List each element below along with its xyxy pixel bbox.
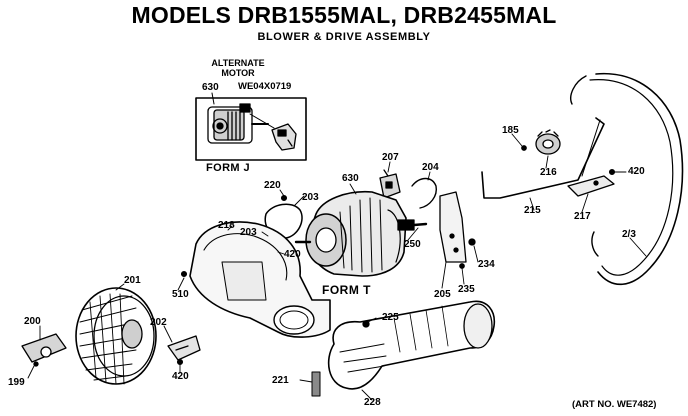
callout-213: 2/3: [622, 229, 636, 240]
switch-part-drawing: [271, 123, 297, 151]
art-number: (ART NO. WE7482): [572, 399, 657, 410]
exhaust-duct-228: [327, 300, 496, 390]
form-t-label: FORM T: [322, 283, 371, 297]
blower-bracket-202: [167, 335, 201, 366]
callout-217: 217: [574, 211, 591, 222]
callout-221: 221: [272, 375, 289, 386]
drum-rear-seal-213: [570, 72, 684, 286]
callout-228: 228: [364, 397, 381, 408]
alternate-motor-drawing: [207, 103, 269, 144]
callout-220: 220: [264, 180, 281, 191]
leader-lines: [27, 133, 647, 401]
bracket-217: [567, 168, 616, 197]
thermostat-200: [21, 333, 67, 367]
callout-205: 205: [434, 289, 451, 300]
alternate-motor-caption-line1: ALTERNATE: [211, 58, 265, 68]
alternate-motor-inset: [195, 92, 307, 161]
callout-630: 630: [342, 173, 359, 184]
callout-203-top: 203: [302, 192, 319, 203]
callout-207: 207: [382, 152, 399, 163]
drive-motor-630: [294, 190, 428, 277]
callout-420-mid: 420: [284, 249, 301, 260]
callout-201: 201: [124, 275, 141, 286]
idler-arm-215: [481, 117, 605, 199]
motor-mount-bracket-205: [411, 177, 476, 269]
callout-204: 204: [422, 162, 439, 173]
callout-inset-part-number: WE04X0719: [238, 81, 292, 92]
callout-215: 215: [524, 205, 541, 216]
idler-pulley-216: [521, 129, 561, 155]
callout-185: 185: [502, 125, 519, 136]
callout-202: 202: [150, 317, 167, 328]
callout-235: 235: [458, 284, 475, 295]
callout-200: 200: [24, 316, 41, 327]
callout-199: 199: [8, 377, 25, 388]
blower-wheel-201: [75, 287, 157, 385]
callout-420-right: 420: [628, 166, 645, 177]
callout-420-bottom: 420: [172, 371, 189, 382]
callout-218: 218: [218, 220, 235, 231]
blower-housing-218: [180, 221, 331, 338]
alternate-motor-caption: ALTERNATE MOTOR: [210, 58, 266, 78]
callout-203-left: 203: [240, 227, 257, 238]
page-title: MODELS DRB1555MAL, DRB2455MAL: [131, 2, 557, 28]
page-subtitle: BLOWER & DRIVE ASSEMBLY: [257, 31, 431, 43]
callout-225: 225: [382, 312, 399, 323]
centrifugal-switch-207: [379, 169, 401, 199]
clip-221: [311, 371, 321, 397]
callout-250: 250: [404, 239, 421, 250]
alternate-motor-caption-line2: MOTOR: [221, 68, 255, 78]
callout-510: 510: [172, 289, 189, 300]
callout-inset-630: 630: [202, 82, 219, 93]
callout-234: 234: [478, 259, 495, 270]
callout-216: 216: [540, 167, 557, 178]
form-j-label: FORM J: [206, 162, 250, 174]
